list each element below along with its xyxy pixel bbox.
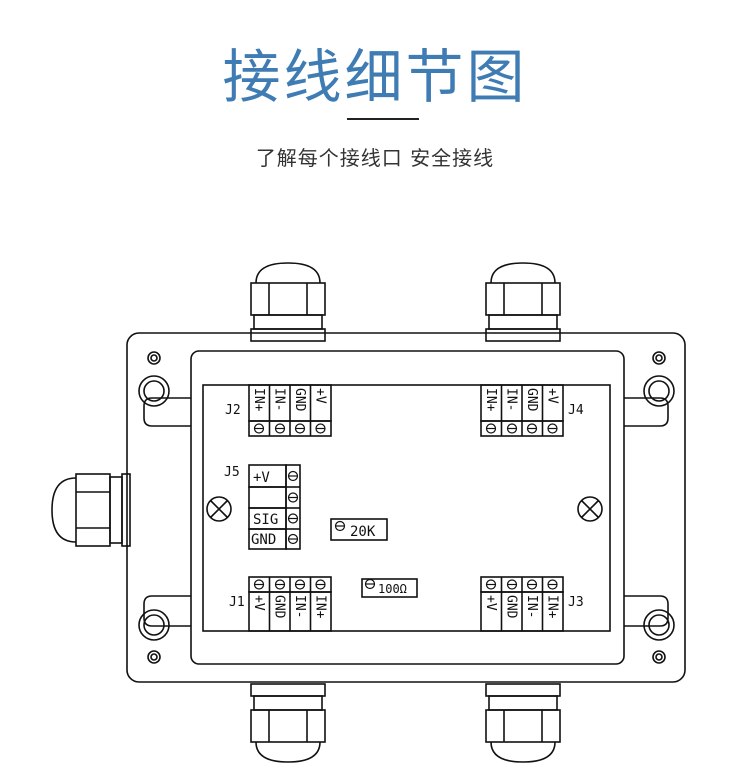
enclosure-outer — [126, 332, 686, 683]
j2-pin-2: IN- — [272, 388, 287, 411]
j1-pin-4: IN+ — [313, 595, 328, 619]
j3-pin-2: GND — [504, 595, 519, 619]
resistor-100-label: 100Ω — [378, 582, 407, 596]
terminal-block-j1: J1 +V GND IN- IN+ — [229, 576, 332, 632]
cable-gland-bottom-left — [250, 683, 326, 763]
enclosure-flange-right-lower — [624, 595, 669, 627]
resistor-100-ohm: 100Ω — [361, 578, 418, 598]
j5-pin-4: GND — [251, 532, 276, 548]
mount-hole-small-tl — [147, 351, 161, 365]
cable-gland-left — [51, 473, 131, 547]
j2-pin-4: +V — [313, 388, 328, 404]
enclosure-flange-left-lower — [143, 595, 191, 627]
potentiometer-20k: 20K — [330, 518, 388, 541]
mount-hole-tr — [643, 375, 675, 407]
j2-pin-3: GND — [292, 388, 307, 412]
enclosure-flange-right — [624, 397, 669, 427]
pcb-board — [202, 384, 611, 632]
j3-label: J3 — [568, 595, 584, 610]
j5-label: J5 — [224, 465, 240, 480]
title-underline — [347, 118, 419, 120]
mount-hole-small-tr — [652, 351, 666, 365]
enclosure-flange-left — [143, 397, 191, 427]
j2-pin-1: IN+ — [251, 388, 266, 412]
cable-gland-top-left — [250, 262, 326, 342]
j4-pin-1: IN+ — [483, 388, 498, 412]
j2-label: J2 — [225, 403, 241, 418]
j4-pin-3: GND — [524, 388, 539, 412]
mount-hole-bl — [138, 609, 170, 641]
j5-pin-3: SIG — [253, 512, 278, 528]
terminal-block-j2: J2 IN+ IN- GND +V — [225, 384, 332, 437]
j5-pin-1: +V — [253, 470, 270, 486]
j1-pin-1: +V — [251, 595, 266, 611]
j4-label: J4 — [568, 403, 584, 418]
page-subtitle: 了解每个接线口 安全接线 — [255, 146, 495, 170]
terminal-block-j4: IN+ IN- GND +V J4 — [480, 384, 584, 437]
lamp-left — [206, 496, 232, 522]
j1-pin-2: GND — [272, 595, 287, 619]
mount-hole-small-br — [652, 650, 666, 664]
j3-pin-3: IN- — [524, 595, 539, 618]
j4-pin-2: IN- — [504, 388, 519, 411]
j3-pin-1: +V — [483, 595, 498, 611]
mount-hole-br — [643, 609, 675, 641]
lamp-right — [577, 496, 603, 522]
mount-hole-tl — [138, 375, 170, 407]
pot-20k-label: 20K — [350, 524, 376, 540]
j1-pin-3: IN- — [292, 595, 307, 618]
j1-label: J1 — [229, 595, 245, 610]
cable-gland-top-right — [485, 262, 561, 342]
terminal-block-j5: J5 +V SIG GND — [224, 464, 301, 550]
terminal-block-j3: +V GND IN- IN+ J3 — [480, 576, 584, 632]
page-title: 接线细节图 — [222, 43, 528, 111]
j3-pin-4: IN+ — [545, 595, 560, 619]
enclosure-lid — [190, 350, 625, 665]
j4-pin-4: +V — [545, 388, 560, 404]
cable-gland-bottom-right — [485, 683, 561, 763]
mount-hole-small-bl — [147, 650, 161, 664]
